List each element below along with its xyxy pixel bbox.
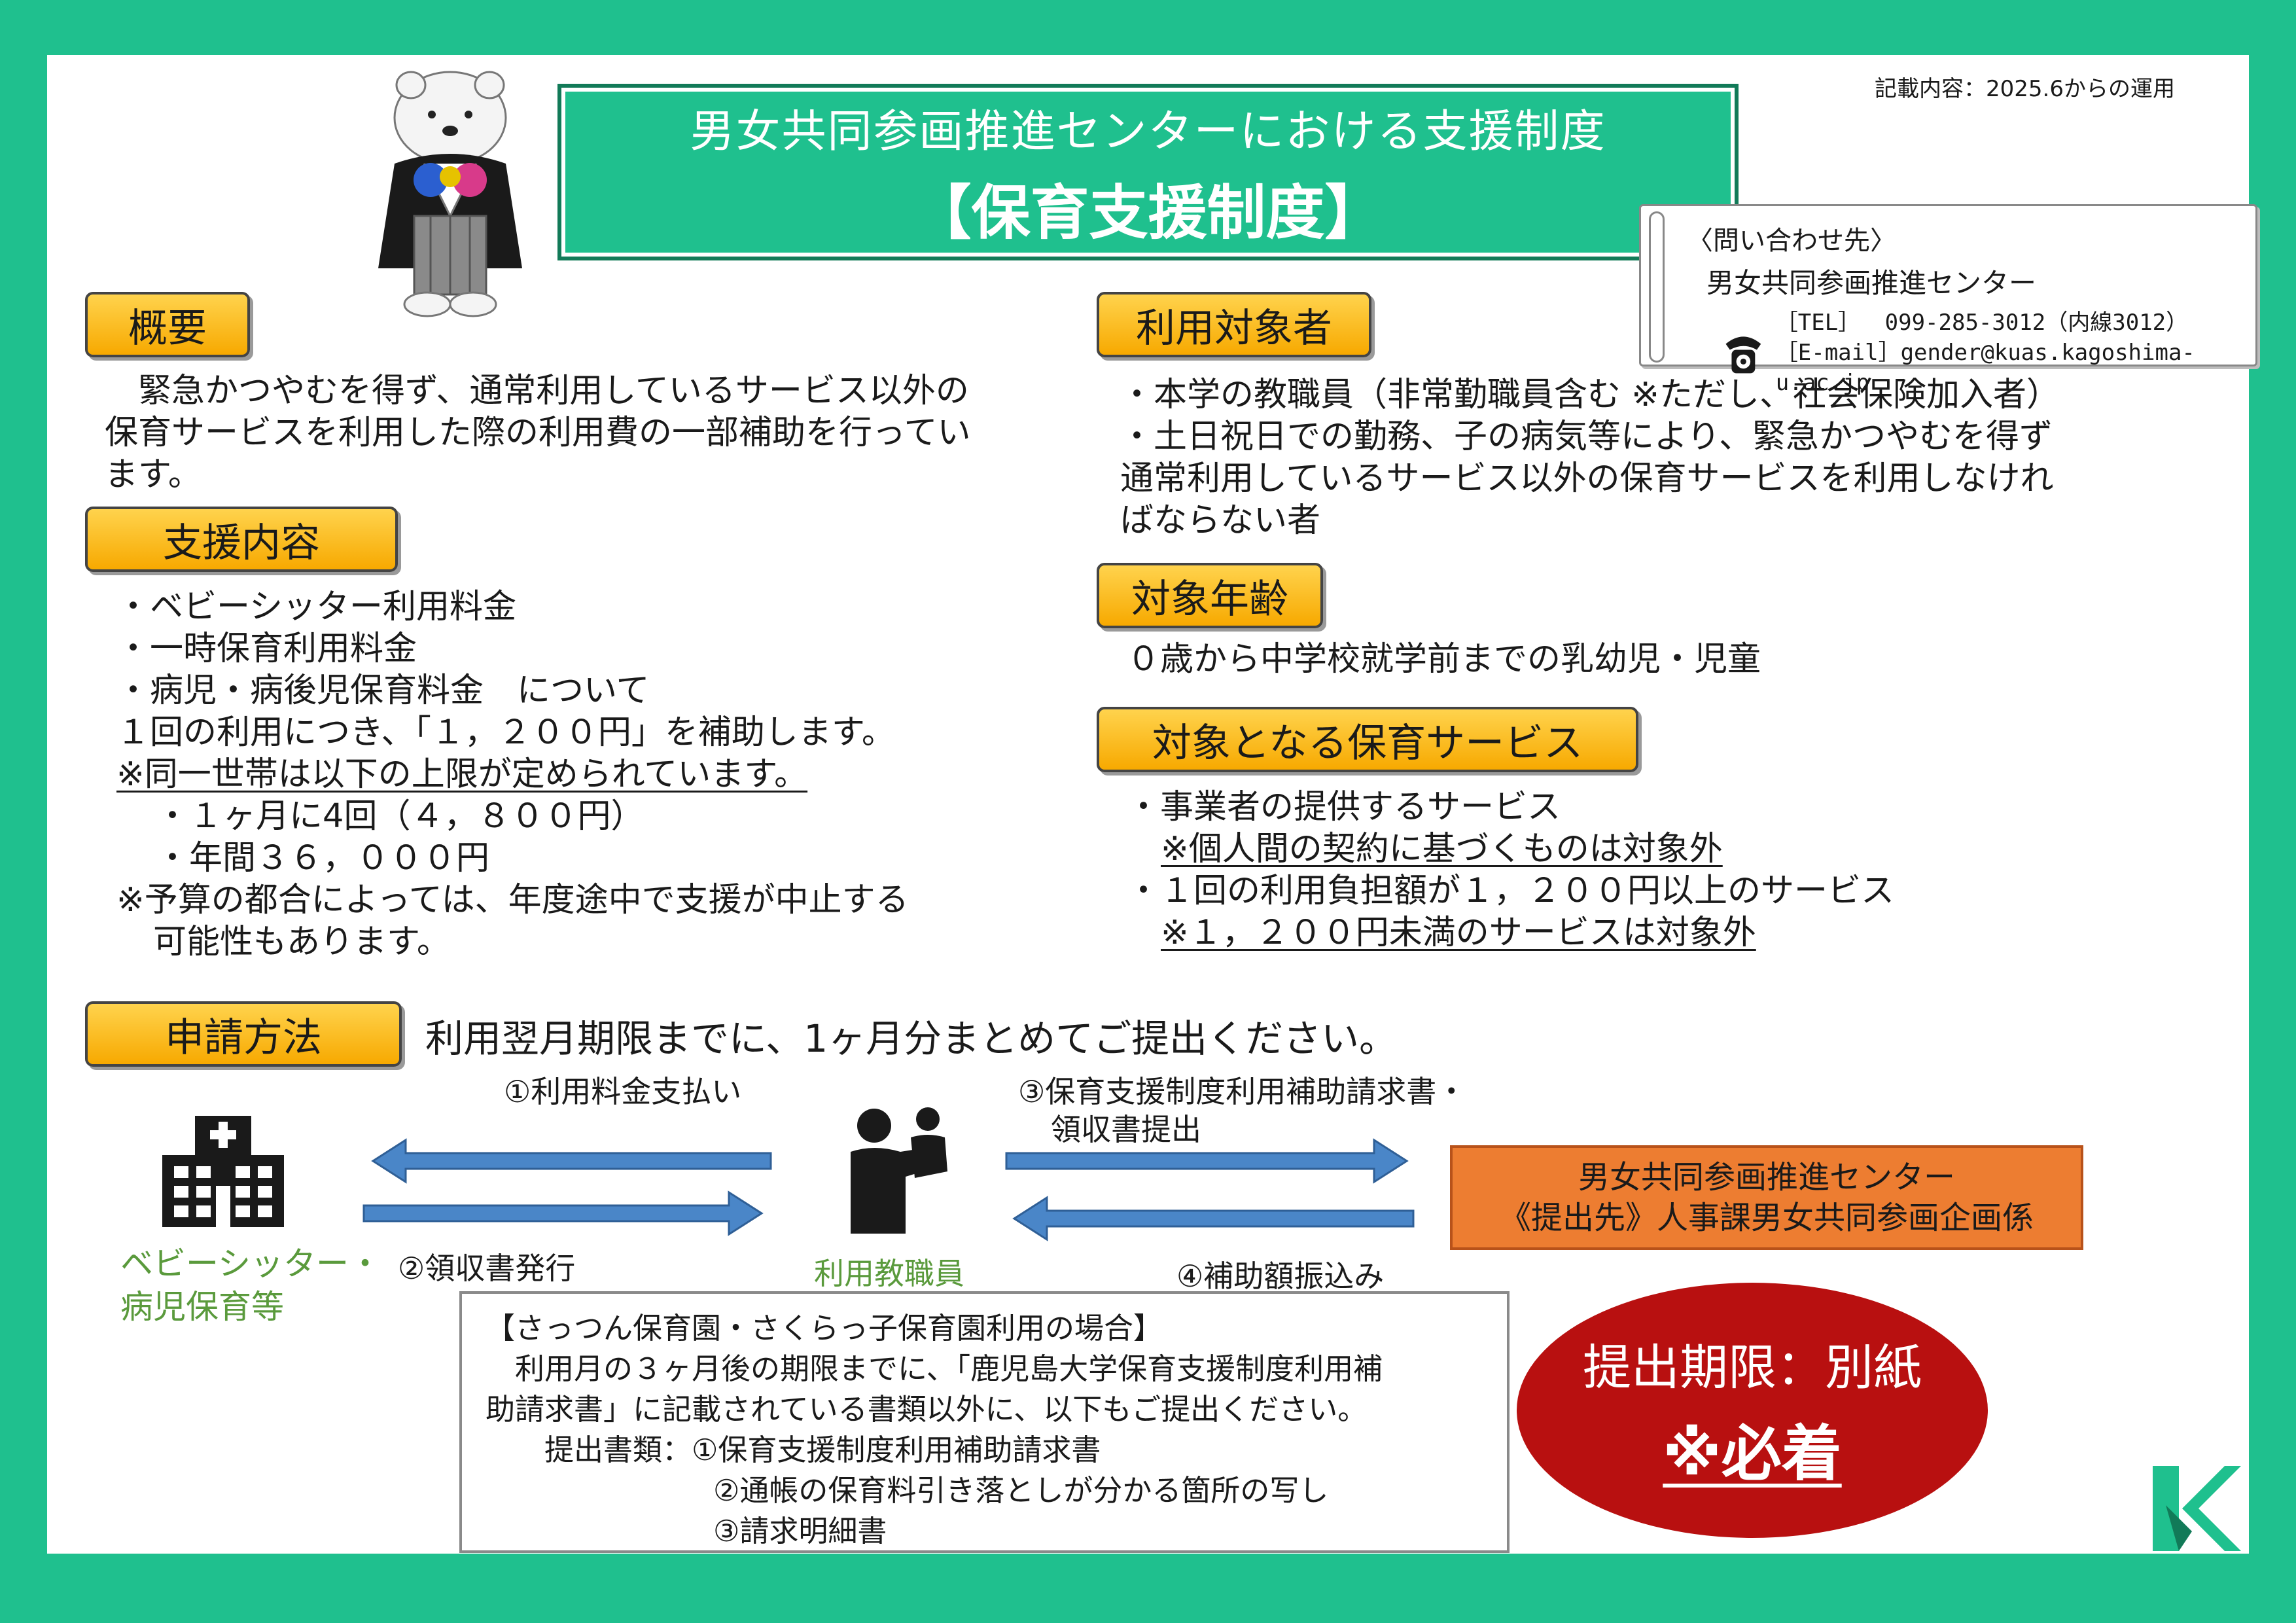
limit-note: ※同一世帯は以下の上限が定められています。 (116, 755, 808, 794)
services-text: ・事業者の提供するサービス ※個人間の契約に基づくものは対象外 ・１回の利用負担… (1127, 787, 1894, 954)
deadline-badge: 提出期限：別紙 ※必着 (1517, 1283, 1988, 1538)
support-label: 支援内容 (85, 507, 398, 572)
age-label: 対象年齢 (1097, 563, 1323, 628)
arrows-left-pair (362, 1138, 772, 1236)
arrow-right-icon (1005, 1138, 1409, 1184)
service-note: ※１，２００円未満のサービスは対象外 (1161, 914, 1756, 952)
contact-email[interactable]: ［E-mail］gender@kuas.kagoshima-u.ac.jp (1775, 340, 2195, 396)
overview-line: ます。 (105, 455, 202, 494)
page-title-box: 男女共同参画推進センターにおける支援制度 【保育支援制度】 (557, 84, 1739, 260)
subsidy-text: １回の利用につき、「１，２００円」を補助します。 (116, 713, 895, 752)
center-dept: 《提出先》人事課男女共同参画企画係 (1499, 1200, 2034, 1236)
deadline-text: 提出期限：別紙 (1583, 1340, 1922, 1396)
provider-caption: ベビーシッター・ 病児保育等 (120, 1242, 381, 1329)
arrow-left-icon (371, 1138, 772, 1184)
step-4-label: ④補助額振込み (1176, 1258, 1385, 1294)
submission-center-box: 男女共同参画推進センター 《提出先》人事課男女共同参画企画係 (1450, 1145, 2083, 1250)
step-3-label-cont: 領収書提出 (1051, 1112, 1201, 1147)
notice-doc: ③請求明細書 (713, 1514, 887, 1548)
service-line: ・事業者の提供するサービス (1127, 788, 1561, 827)
budget-note: 可能性もあります。 (153, 923, 450, 961)
eligible-line: ・土日祝日での勤務、子の病気等により、緊急かつやむを得ず (1120, 418, 2053, 456)
arrow-left-icon (1012, 1196, 1415, 1241)
notice-line: 利用月の３ヶ月後の期限までに、「鹿児島大学保育支援制度利用補 (486, 1351, 1383, 1386)
step-3-label: ③保育支援制度利用補助請求書・ (1018, 1074, 1467, 1109)
scroll-decoration (1649, 211, 1665, 363)
page-subtitle: 【保育支援制度】 (912, 178, 1384, 247)
eligible-line: ばならない者 (1120, 501, 1321, 540)
contact-heading: 〈問い合わせ先〉 (1687, 226, 1896, 256)
apply-heading: 利用翌月期限までに、1ヶ月分まとめてご提出ください。 (425, 1016, 1398, 1061)
arrows-right-pair (1005, 1138, 1415, 1241)
limit-item: ・１ヶ月に4回（４，８００円） (156, 797, 645, 836)
service-line: ・１回の利用負担額が１，２００円以上のサービス (1127, 872, 1895, 910)
provider-caption-line: 病児保育等 (120, 1288, 284, 1326)
support-item: ・一時保育利用料金 (116, 630, 417, 668)
age-text: ０歳から中学校就学前までの乳幼児・児童 (1127, 640, 1761, 679)
deadline-required: ※必着 (1663, 1419, 1842, 1489)
arrow-right-icon (362, 1190, 764, 1236)
overview-label: 概要 (85, 292, 250, 357)
contact-tel: ［TEL］ 099-285-3012（内線3012） (1775, 310, 2189, 336)
contact-org: 男女共同参画推進センター (1706, 267, 2037, 299)
step-2-label: ②領収書発行 (398, 1251, 576, 1286)
support-text: ・ベビーシッター利用料金 ・一時保育利用料金 ・病児・病後児保育料金 について … (116, 586, 909, 963)
eligible-line: 通常利用しているサービス以外の保育サービスを利用しなけれ (1120, 459, 2054, 498)
parent-child-icon (851, 1107, 947, 1234)
eligible-label: 利用対象者 (1097, 292, 1371, 357)
staff-caption: 利用教職員 (814, 1256, 964, 1291)
support-item: ・病児・病後児保育料金 について (116, 671, 650, 710)
operation-note: 記載内容：2025.6からの運用 (1875, 76, 2175, 102)
nursery-notice-box: 【さっつん保育園・さくらっ子保育園利用の場合】 利用月の３ヶ月後の期限までに、「… (459, 1291, 1510, 1553)
hospital-icon (162, 1116, 284, 1227)
support-item: ・ベビーシッター利用料金 (116, 588, 516, 626)
apply-label: 申請方法 (85, 1001, 402, 1067)
overview-line: 保育サービスを利用した際の利用費の一部補助を行ってい (105, 414, 971, 452)
mascot-bear-icon (378, 71, 522, 317)
eligible-text: ・本学の教職員（非常勤職員含む ※ただし、社会保険加入者） ・土日祝日での勤務、… (1120, 374, 2060, 542)
step-1-label: ①利用料金支払い (504, 1074, 742, 1109)
notice-line: 助請求書」に記載されている書類以外に、以下もご提出ください。 (486, 1392, 1368, 1427)
university-logo-icon (2153, 1466, 2241, 1551)
provider-caption-line: ベビーシッター・ (120, 1245, 381, 1283)
services-label: 対象となる保育サービス (1097, 707, 1638, 772)
overview-text: 緊急かつやむを得ず、通常利用しているサービス以外の 保育サービスを利用した際の利… (105, 370, 970, 496)
overview-line: 緊急かつやむを得ず、通常利用しているサービス以外の (105, 372, 969, 410)
telephone-icon (1725, 336, 1761, 374)
budget-note: ※予算の都合によっては、年度途中で支援が中止する (116, 881, 909, 919)
service-note: ※個人間の契約に基づくものは対象外 (1161, 830, 1723, 868)
limit-item: ・年間３６，０００円 (156, 839, 490, 878)
contact-panel: 〈問い合わせ先〉 男女共同参画推進センター ［TEL］ 099-285-3012… (1639, 204, 2257, 396)
notice-title: 【さっつん保育園・さくらっ子保育園利用の場合】 (486, 1311, 1163, 1346)
eligible-line: ・本学の教職員（非常勤職員含む ※ただし、社会保険加入者） (1120, 376, 2060, 414)
page-title: 男女共同参画推進センターにおける支援制度 (690, 105, 1606, 158)
notice-doc: ②通帳の保育料引き落としが分かる箇所の写し (713, 1473, 1329, 1508)
notice-docs: 提出書類：①保育支援制度利用補助請求書 (486, 1433, 1101, 1467)
center-name: 男女共同参画推進センター (1578, 1159, 1955, 1196)
